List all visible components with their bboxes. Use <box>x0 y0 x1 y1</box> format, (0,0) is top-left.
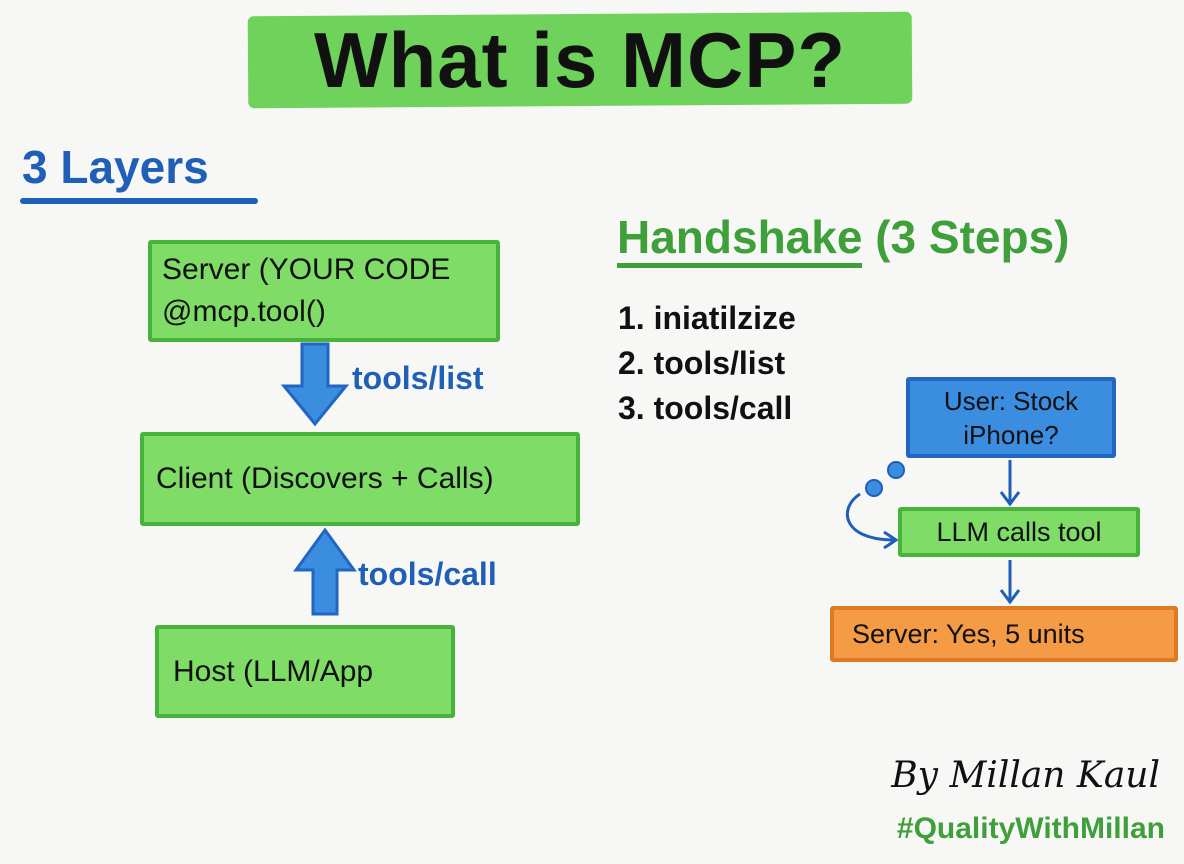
arrow-up-icon <box>293 527 357 616</box>
dot-icon <box>887 461 905 479</box>
hashtag: #QualityWithMillan <box>896 812 1165 845</box>
llm-label: LLM calls tool <box>936 516 1102 547</box>
user-line2: iPhone? <box>963 419 1059 450</box>
tools-call-label: tools/call <box>358 556 497 592</box>
flow-arrows <box>845 461 905 550</box>
layers-underline <box>20 198 258 204</box>
arrow-down-icon <box>280 342 350 427</box>
dot-icon <box>865 479 883 497</box>
server-line2: @mcp.tool() <box>162 295 326 328</box>
tools-list-label: tools/list <box>352 360 484 396</box>
arrow-down-icon <box>999 560 1021 605</box>
step-item: 1. iniatilzize <box>618 300 796 336</box>
server-line1: Server (YOUR CODE <box>162 253 451 286</box>
step-item: 3. tools/call <box>618 389 793 426</box>
arrow-down-icon <box>999 460 1021 507</box>
handshake-steps: 1. iniatilzize 2. tools/list 3. tools/ca… <box>618 296 796 430</box>
handshake-word: Handshake <box>617 211 863 268</box>
host-layer-box: Host (LLM/App <box>155 625 455 718</box>
handshake-heading: Handshake (3 Steps) <box>617 210 1070 268</box>
llm-calls-tool-box: LLM calls tool <box>898 507 1140 557</box>
page-title: What is MCP? <box>314 16 846 104</box>
user-query-box: User: Stock iPhone? <box>906 377 1116 458</box>
client-label: Client (Discovers + Calls) <box>156 462 494 495</box>
loop-arrow-icon <box>845 492 899 550</box>
server-layer-box: Server (YOUR CODE @mcp.tool() <box>148 240 500 342</box>
handshake-steps-count: (3 Steps) <box>875 211 1070 263</box>
server-response-box: Server: Yes, 5 units <box>830 606 1178 662</box>
layers-heading: 3 Layers <box>22 141 209 193</box>
user-line1: User: Stock <box>943 385 1079 416</box>
host-label: Host (LLM/App <box>173 654 374 688</box>
server-response-label: Server: Yes, 5 units <box>852 618 1085 649</box>
client-layer-box: Client (Discovers + Calls) <box>140 432 580 526</box>
step-item: 2. tools/list <box>618 344 786 381</box>
author-signature: By Millan Kaul <box>891 755 1160 796</box>
